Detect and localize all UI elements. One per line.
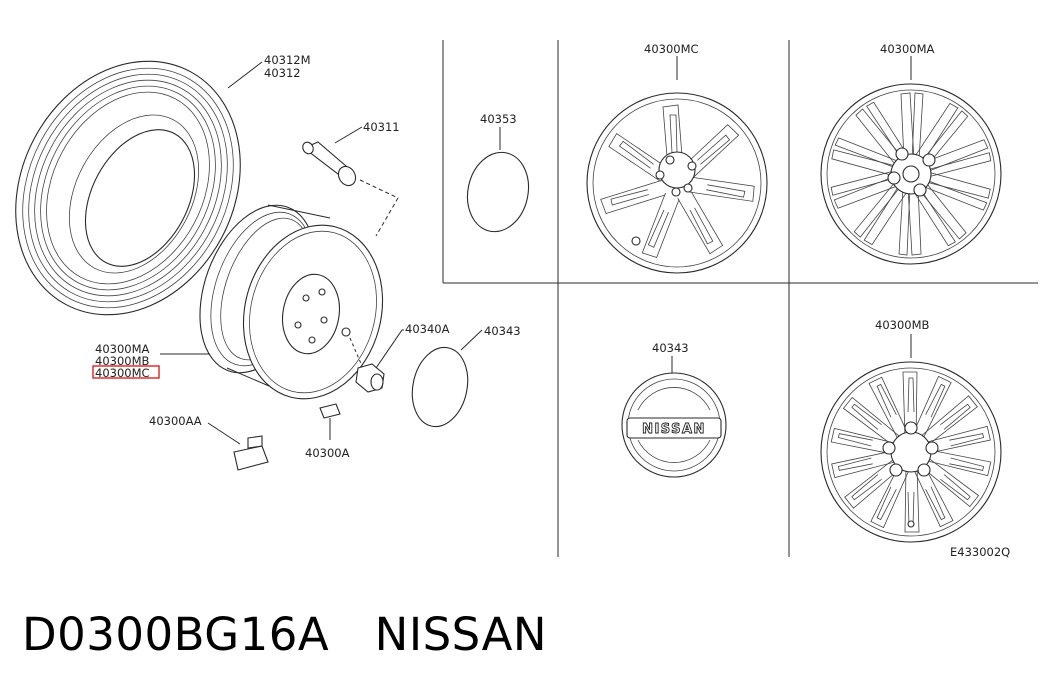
label-cap-ornament: 40353 — [480, 112, 517, 126]
label-tire-part-2: 40312 — [264, 66, 301, 80]
weight-a-illustration — [319, 403, 341, 440]
center-cap-main-illustration — [411, 329, 483, 428]
label-tire-part: 40312M — [264, 53, 311, 67]
label-wheel-b: 40300MB — [95, 354, 150, 368]
label-lug-nut: 40340A — [405, 322, 450, 336]
highlight-box — [92, 365, 160, 379]
label-panel-mb: 40300MB — [875, 318, 930, 332]
tire-illustration — [15, 60, 241, 316]
cap-logo-text: NISSAN — [642, 422, 706, 437]
label-valve: 40311 — [363, 120, 400, 134]
caption: D0300BG16A NISSAN — [22, 608, 548, 661]
valve-stem-illustration — [302, 126, 399, 237]
label-weight-a: 40300A — [305, 446, 350, 460]
leader-lines — [160, 61, 263, 355]
label-weight-aa: 40300AA — [149, 414, 202, 428]
lug-nut-illustration — [349, 329, 404, 393]
label-panel-mc: 40300MC — [644, 42, 699, 56]
diagram-code: E433002Q — [950, 545, 1010, 559]
wheel-side-view — [199, 204, 384, 400]
panel-ornament-cap: 40353 — [466, 112, 530, 233]
panel-center-cap: 40343 NISSAN — [621, 341, 727, 478]
label-wheel-c: 40300MC — [95, 366, 150, 380]
label-wheel-a: 40300MA — [95, 342, 150, 356]
label-panel-ma: 40300MA — [880, 42, 935, 56]
panel-wheel-ma: 40300MA — [820, 42, 1002, 265]
weight-aa-illustration — [207, 422, 269, 471]
label-cap-main: 40343 — [484, 324, 521, 338]
panel-wheel-mb: 40300MB — [820, 318, 1002, 543]
panel-wheel-mc: 40300MC — [586, 42, 768, 274]
label-panel-cap: 40343 — [652, 341, 689, 355]
frame-lines — [442, 40, 1038, 557]
